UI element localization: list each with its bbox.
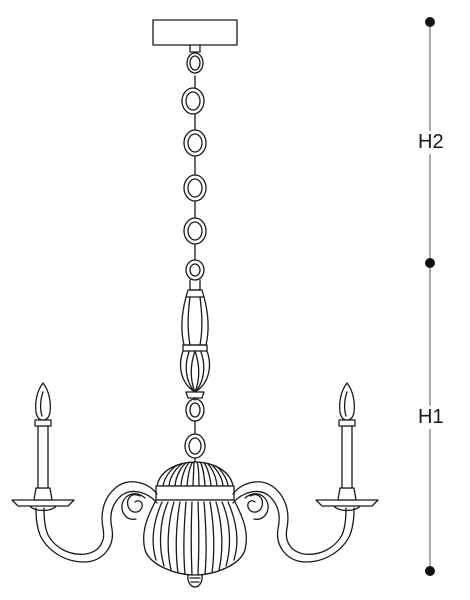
dimension-dot-top <box>425 17 435 27</box>
ceiling-canopy <box>152 19 238 46</box>
left-candle <box>11 382 75 512</box>
central-stem <box>179 279 211 463</box>
right-arm <box>232 481 355 563</box>
central-body <box>143 461 247 588</box>
canopy-hook <box>189 44 201 53</box>
suspension-chain <box>181 52 207 281</box>
left-arm <box>35 481 158 563</box>
dimension-dot-bottom <box>425 566 435 576</box>
dimension-label-h1: H1 <box>416 406 446 429</box>
dimension-line <box>425 17 435 576</box>
dimension-label-h2: H2 <box>416 131 446 154</box>
dimension-dot-middle <box>425 258 435 268</box>
right-candle <box>315 382 379 512</box>
